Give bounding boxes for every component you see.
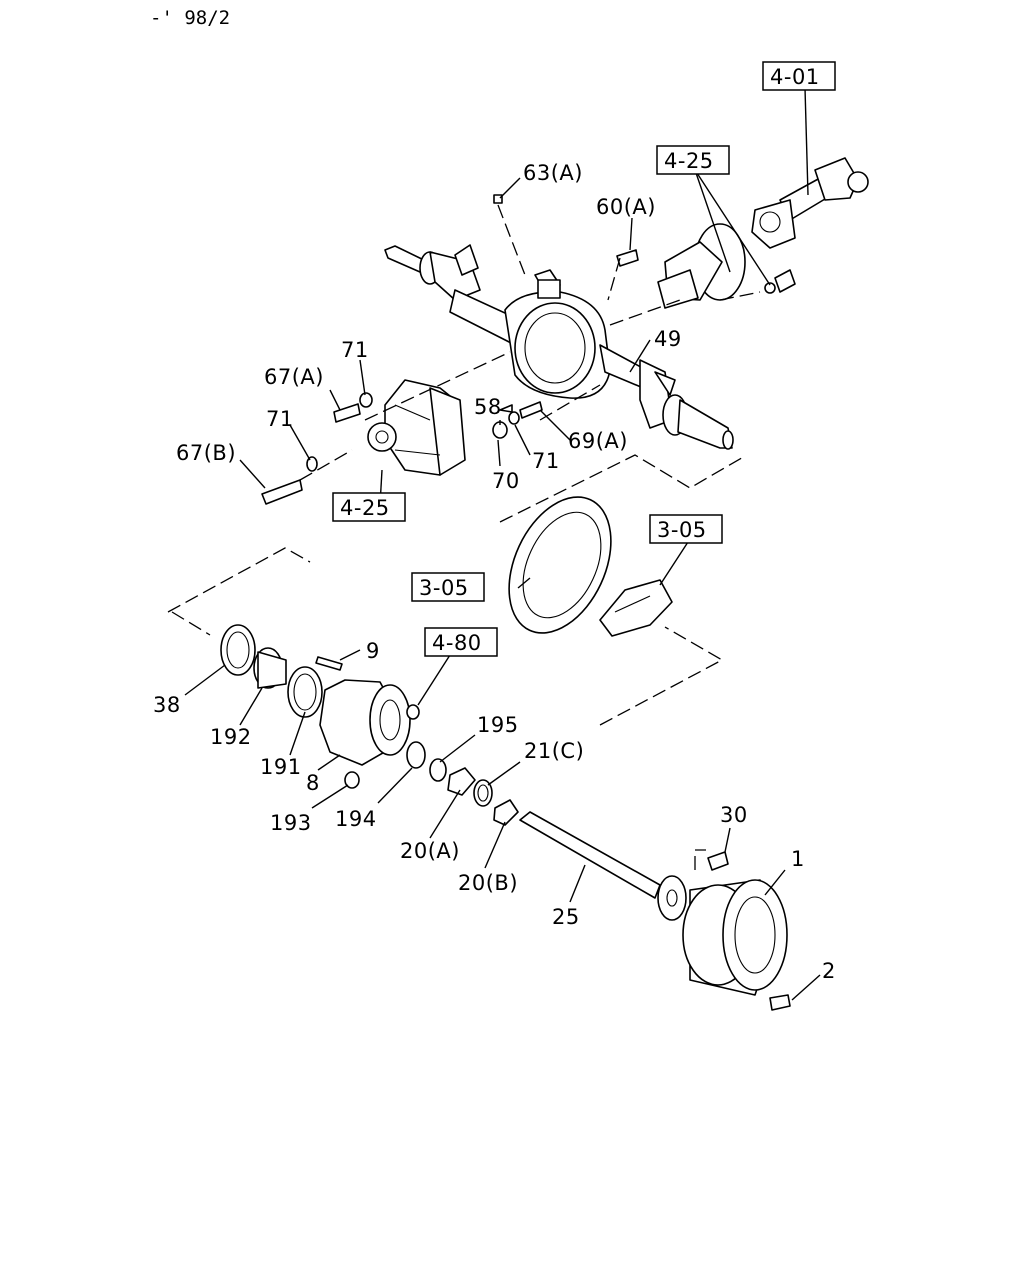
callout-71-lower: 71 [532,449,560,473]
callout-1: 1 [791,847,805,871]
ref-4-80-label: 4-80 [432,631,482,655]
ref-box-4-25-bottom [332,492,406,522]
callout-25: 25 [552,905,580,929]
callout-67a: 67(A) [264,365,324,389]
callout-195: 195 [477,713,519,737]
callout-9: 9 [366,639,380,663]
callout-193: 193 [270,811,312,835]
axle-shaft [519,811,687,921]
brake-drum [682,851,791,1011]
ref-3-05-left-label: 3-05 [419,576,469,600]
brake-backing-plate [508,496,612,634]
callout-38: 38 [153,693,181,717]
ref-box-4-25-top [656,145,730,175]
callout-70: 70 [492,469,520,493]
fasteners-upper [261,194,639,505]
reference-boxes: 4-01 4-25 4-25 3-05 3-05 4-80 [332,61,836,657]
callout-69a: 69(A) [568,429,628,453]
callout-2: 2 [822,959,836,983]
callout-71-upper: 71 [341,338,369,362]
callout-49: 49 [654,327,682,351]
callout-20b: 20(B) [458,871,518,895]
axle-housing [384,244,734,450]
ref-4-25-top-label: 4-25 [664,149,714,173]
callout-labels: 63(A) 60(A) 49 71 67(A) 71 67(B) 58 69(A… [153,161,836,983]
brake-shoe-assembly [599,579,673,637]
callout-8: 8 [306,771,320,795]
hub-assembly [220,624,519,826]
ref-box-3-05-left [411,572,485,602]
ref-3-05-right-label: 3-05 [657,518,707,542]
diagram-code: -' 98/2 [150,7,230,29]
ref-box-3-05-right [649,514,723,544]
callout-194: 194 [335,807,377,831]
differential-carrier [367,379,466,476]
ref-4-25-bottom-label: 4-25 [340,496,390,520]
callout-30: 30 [720,803,748,827]
callout-67b: 67(B) [176,441,236,465]
callout-60a: 60(A) [596,195,656,219]
callout-21c: 21(C) [524,739,584,763]
callout-71-middle: 71 [266,407,294,431]
callout-20a: 20(A) [400,839,460,863]
propeller-shaft [751,157,869,294]
ref-box-4-80 [424,627,498,657]
callout-192: 192 [210,725,252,749]
ref-4-01-label: 4-01 [770,65,820,89]
dashed-connectors [167,204,761,870]
callout-63a: 63(A) [523,161,583,185]
ref-box-4-01 [762,61,836,91]
callout-58: 58 [474,395,502,419]
pinion-flange-assembly [657,223,746,309]
leader-lines [184,87,821,1001]
callout-191: 191 [260,755,302,779]
